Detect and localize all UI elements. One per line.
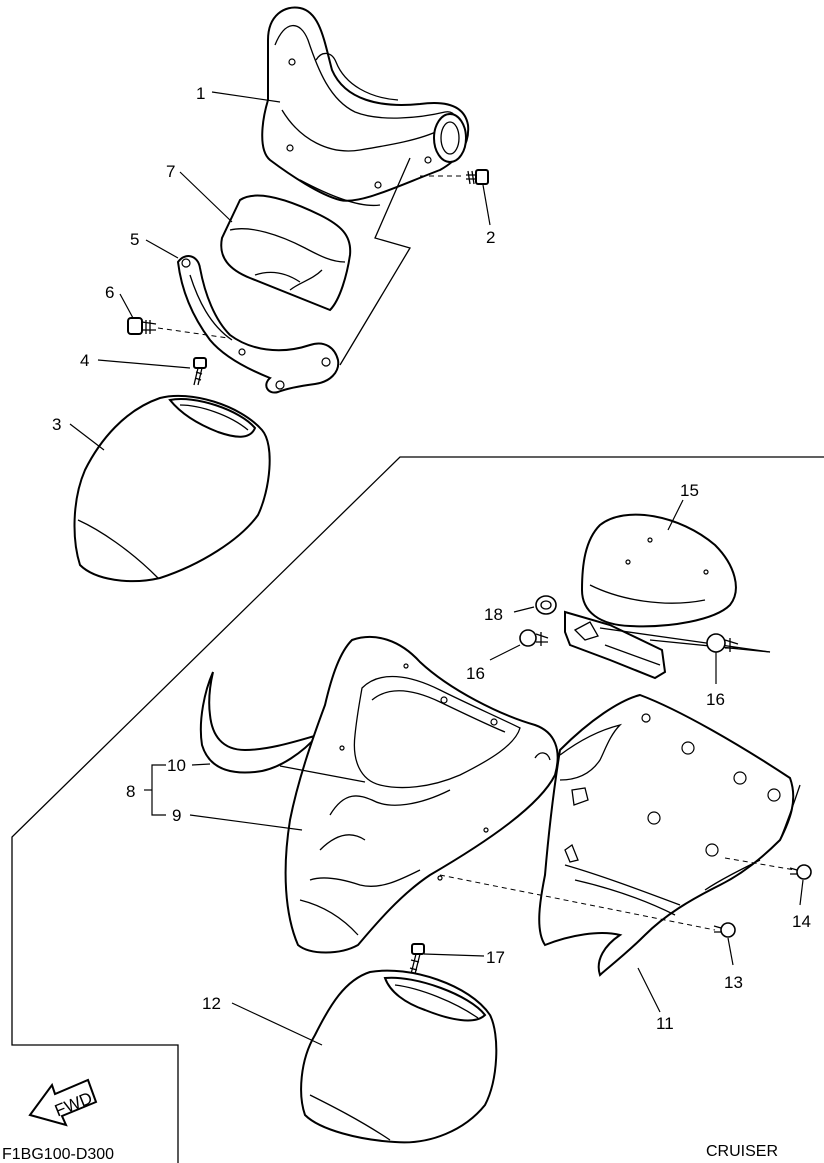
part-15-bracket <box>564 610 771 680</box>
part-1-handle-cover <box>261 6 470 207</box>
variant-label: CRUISER <box>706 1143 778 1160</box>
callout-4: 4 <box>80 351 89 370</box>
assembly-lines-lower <box>439 857 796 931</box>
callout-6: 6 <box>105 283 114 302</box>
callout-2: 2 <box>486 228 495 247</box>
part-10-trim <box>199 671 321 774</box>
callout-5: 5 <box>130 230 139 249</box>
part-6-bolt <box>127 317 229 339</box>
part-16-bolt-b <box>706 633 739 653</box>
callout-17: 17 <box>486 948 505 967</box>
part-18-grommet <box>535 595 557 615</box>
assembly-outline <box>339 157 411 366</box>
part-17-screw <box>409 943 425 979</box>
callout-labels: 1 2 3 4 5 6 7 8 9 10 11 12 13 14 15 16 1… <box>52 84 811 1033</box>
callout-13: 13 <box>724 973 743 992</box>
callout-15: 15 <box>680 481 699 500</box>
part-15-meter-cover <box>580 513 737 628</box>
callout-18: 18 <box>484 605 503 624</box>
callout-11: 11 <box>656 1014 674 1033</box>
leader-lines <box>69 91 804 1046</box>
callout-10: 10 <box>167 756 186 775</box>
part-13-screw <box>713 922 736 938</box>
section-border <box>11 456 824 1163</box>
part-12-front-cover <box>300 969 498 1144</box>
callout-8: 8 <box>126 782 135 801</box>
part-7-inner-panel <box>220 194 352 312</box>
callout-16a: 16 <box>466 664 485 683</box>
fwd-arrow-icon: FWD <box>28 1078 98 1127</box>
part-3-front-cover <box>73 394 271 583</box>
callout-3: 3 <box>52 415 61 434</box>
part-9-front-shield <box>284 636 559 954</box>
part-5-bracket <box>176 255 340 394</box>
callout-12: 12 <box>202 994 221 1013</box>
callout-7: 7 <box>166 162 175 181</box>
callout-16b: 16 <box>706 690 725 709</box>
part-11-inner-panel <box>538 693 801 977</box>
part-2-screw <box>420 169 489 185</box>
callout-1: 1 <box>196 84 205 103</box>
part-16-bolt-a <box>519 629 549 647</box>
part-14-screw <box>789 864 812 880</box>
part-4-screw <box>193 357 207 386</box>
drawing-code: F1BG100-D300 <box>2 1146 114 1163</box>
callout-9: 9 <box>172 806 181 825</box>
callout-14: 14 <box>792 912 811 931</box>
